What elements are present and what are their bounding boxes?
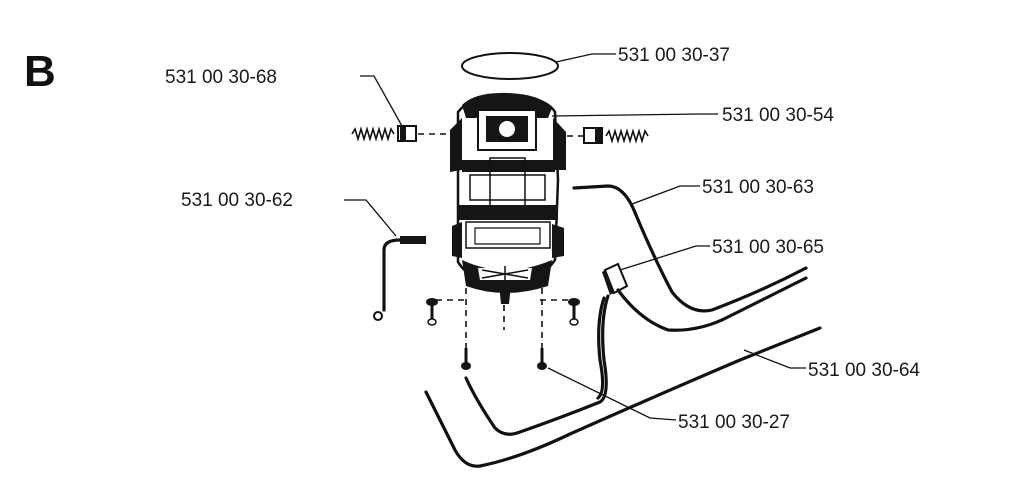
connector-part: [602, 262, 629, 295]
screws: [426, 288, 580, 370]
brush-holder-left: [351, 125, 417, 142]
label-ground-wire: 531 00 30-62: [181, 190, 293, 211]
leader-64: [743, 349, 806, 369]
leader-27: [547, 367, 677, 421]
leader-54: [551, 113, 718, 117]
ground-wire-part: [373, 236, 426, 321]
o-ring-part: [461, 52, 559, 80]
wire-64-cable: [424, 326, 822, 468]
label-wire-64: 531 00 30-64: [808, 360, 920, 381]
leader-65: [619, 245, 710, 271]
leader-63: [631, 185, 700, 205]
wire-27-cable: [464, 294, 610, 436]
label-wire-63: 531 00 30-63: [702, 177, 814, 198]
label-connector: 531 00 30-65: [712, 237, 824, 258]
brush-holder-right: [583, 127, 649, 144]
label-o-ring: 531 00 30-37: [618, 45, 730, 66]
motor-assembly: [450, 92, 566, 304]
label-brush-holder: 531 00 30-68: [165, 67, 277, 88]
label-motor: 531 00 30-54: [722, 105, 834, 126]
leader-68: [360, 75, 403, 127]
label-screw: 531 00 30-27: [678, 412, 790, 433]
leader-37: [555, 53, 616, 63]
wire-63-cable: [572, 184, 808, 332]
section-letter: B: [24, 47, 56, 96]
leader-62: [344, 199, 397, 237]
